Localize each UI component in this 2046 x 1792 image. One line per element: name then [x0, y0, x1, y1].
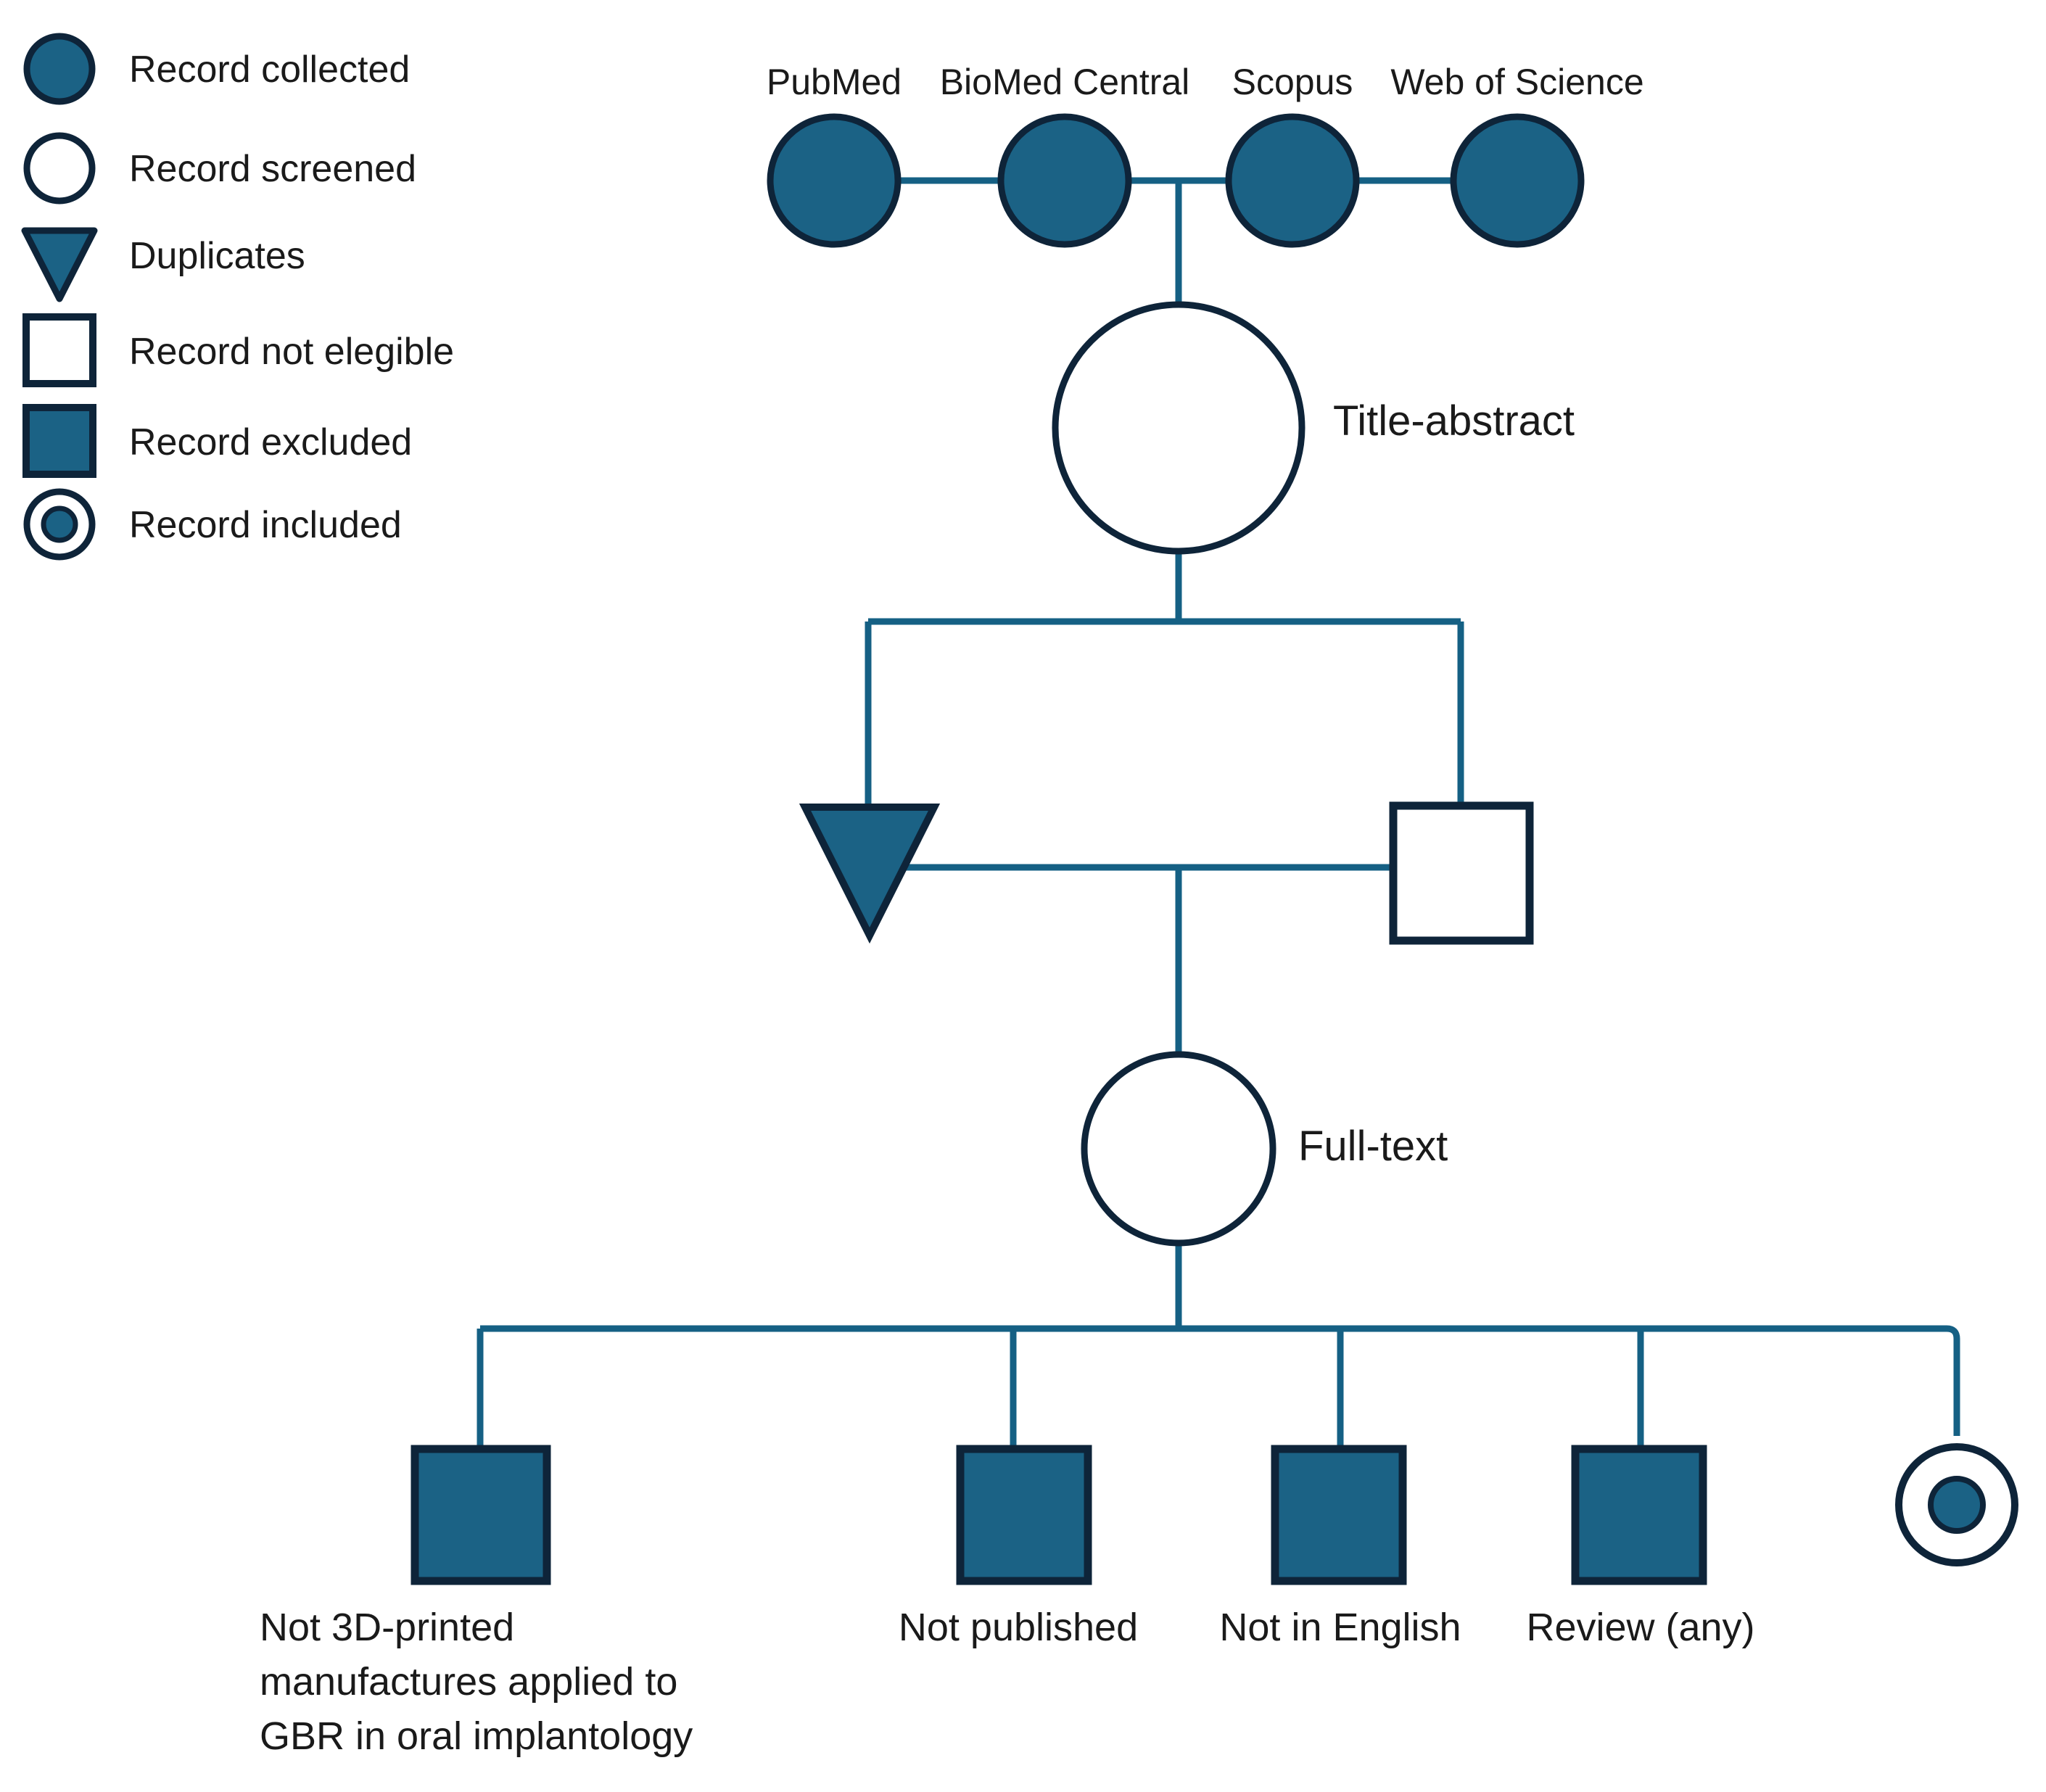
filled-square-icon — [22, 404, 96, 478]
down-triangle-icon — [21, 227, 98, 302]
filled-circle-icon[interactable] — [767, 113, 902, 248]
legend-label-record-excluded: Record excluded — [129, 421, 412, 463]
legend-item-record-screened: Record screened — [23, 132, 416, 205]
open-square-icon — [22, 313, 96, 387]
legend-label-record-included: Record included — [129, 504, 402, 546]
exclusion-label-not-in-english: Not in English — [1219, 1606, 1461, 1649]
exclusion-label-not-published: Not published — [899, 1606, 1138, 1649]
stage-label-title-abstract: Title-abstract — [1333, 397, 1575, 445]
exclusion-node-not-3d-printed[interactable]: Not 3D-printed manufactures applied to G… — [260, 1445, 693, 1758]
open-circle-icon[interactable] — [1081, 1051, 1276, 1247]
filled-square-icon[interactable] — [1571, 1445, 1707, 1585]
outcome-node-duplicates[interactable] — [799, 804, 941, 944]
down-triangle-icon[interactable] — [799, 804, 941, 944]
outcome-node-not-elegible[interactable] — [1389, 801, 1534, 945]
exclusion-label-not-3d-printed-line1: Not 3D-printed — [260, 1606, 514, 1649]
source-nodes: PubMed BioMed Central Scopus Web of Scie… — [767, 62, 1644, 248]
legend-item-record-not-elegible: Record not elegible — [22, 313, 454, 387]
filled-square-icon[interactable] — [411, 1445, 551, 1585]
legend-label-record-not-elegible: Record not elegible — [129, 331, 454, 373]
exclusion-nodes: Not 3D-printed manufactures applied to G… — [260, 1445, 1755, 1758]
open-circle-icon — [23, 132, 96, 205]
filled-circle-icon[interactable] — [997, 113, 1132, 248]
exclusion-node-not-published[interactable]: Not published — [899, 1445, 1138, 1649]
legend-label-record-screened: Record screened — [129, 148, 416, 190]
exclusion-label-not-3d-printed-line3: GBR in oral implantology — [260, 1714, 693, 1758]
legend-label-duplicates: Duplicates — [129, 235, 305, 277]
filled-circle-icon[interactable] — [1225, 113, 1360, 248]
source-node-pubmed[interactable]: PubMed — [767, 62, 902, 248]
open-circle-icon[interactable] — [1052, 301, 1305, 555]
open-square-icon[interactable] — [1389, 801, 1534, 945]
source-label-scopus: Scopus — [1232, 62, 1353, 102]
legend-item-duplicates: Duplicates — [21, 227, 305, 302]
source-label-pubmed: PubMed — [767, 62, 902, 102]
exclusion-label-not-3d-printed-line2: manufactures applied to — [260, 1660, 677, 1704]
filled-square-icon[interactable] — [1271, 1445, 1407, 1585]
legend-item-record-collected: Record collected — [23, 33, 410, 105]
legend-item-record-excluded: Record excluded — [22, 404, 412, 478]
filled-square-icon[interactable] — [956, 1445, 1092, 1585]
exclusion-label-review-any: Review (any) — [1526, 1606, 1754, 1649]
stage-node-full-text[interactable]: Full-text — [1081, 1051, 1448, 1247]
source-node-web-of-science[interactable]: Web of Science — [1390, 62, 1644, 248]
double-circle-inner-icon — [41, 505, 78, 543]
double-circle-inner-icon[interactable] — [1928, 1476, 1986, 1534]
filled-circle-icon — [23, 33, 96, 105]
inclusion-node-record-included[interactable] — [1895, 1443, 2018, 1566]
exclusion-node-not-in-english[interactable]: Not in English — [1219, 1445, 1461, 1649]
exclusion-node-review-any[interactable]: Review (any) — [1526, 1445, 1755, 1649]
legend-label-record-collected: Record collected — [129, 49, 410, 91]
stage-label-full-text: Full-text — [1298, 1123, 1448, 1170]
filled-circle-icon[interactable] — [1450, 113, 1585, 248]
stage-node-title-abstract[interactable]: Title-abstract — [1052, 301, 1575, 555]
source-label-biomed-central: BioMed Central — [940, 62, 1190, 102]
connector-outcome-bus — [480, 1325, 1960, 1436]
source-label-web-of-science: Web of Science — [1390, 62, 1643, 102]
legend: Record collected Record screened Duplica… — [21, 33, 454, 561]
legend-item-record-included: Record included — [23, 488, 402, 561]
connector-lines — [477, 177, 1960, 1449]
source-node-scopus[interactable]: Scopus — [1225, 62, 1360, 248]
source-node-biomed-central[interactable]: BioMed Central — [940, 62, 1190, 248]
